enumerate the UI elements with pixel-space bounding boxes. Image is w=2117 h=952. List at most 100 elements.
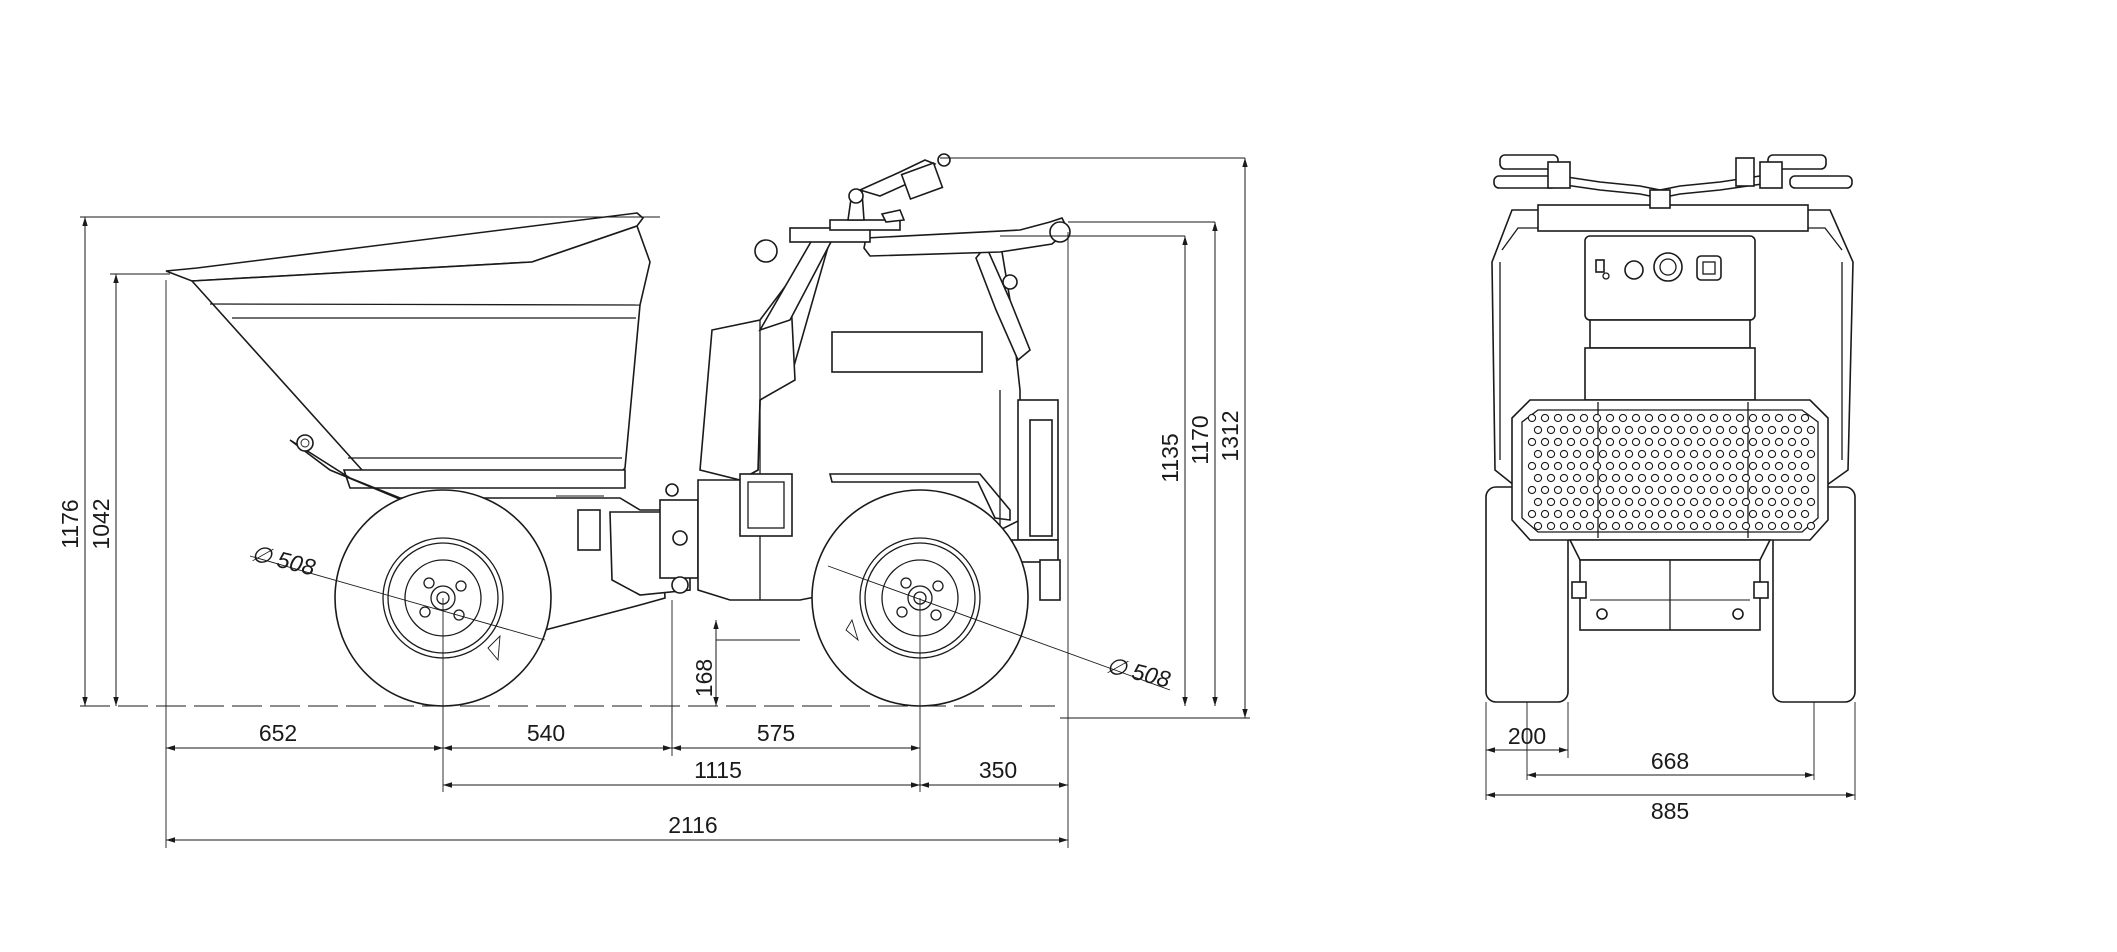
grille-hole	[1670, 509, 1680, 519]
grille-hole	[1644, 413, 1654, 423]
grille-hole	[1702, 425, 1712, 435]
grille-hole	[1754, 497, 1764, 507]
grille-hole	[1533, 497, 1543, 507]
grille-hole	[1644, 485, 1654, 495]
grille-hole	[1644, 461, 1654, 471]
grille-hole	[1754, 449, 1764, 459]
grille-hole	[1774, 485, 1784, 495]
grille-hole	[1806, 521, 1816, 531]
grille-hole	[1611, 425, 1621, 435]
grille-hole	[1748, 509, 1758, 519]
grille-hole	[1735, 509, 1745, 519]
grille-hole	[1780, 425, 1790, 435]
dim-skip-top-height: 1176	[57, 499, 83, 548]
grille-hole	[1637, 473, 1647, 483]
grille-hole	[1761, 413, 1771, 423]
grille-hole	[1780, 473, 1790, 483]
grille-hole	[1702, 449, 1712, 459]
grille-hole	[1618, 485, 1628, 495]
grille-hole	[1787, 485, 1797, 495]
grille-hole	[1689, 425, 1699, 435]
grille-hole	[1774, 509, 1784, 519]
grille-hole	[1533, 449, 1543, 459]
grille-hole	[1598, 473, 1608, 483]
grille-hole	[1637, 497, 1647, 507]
grille-hole	[1618, 461, 1628, 471]
grille-hole	[1787, 437, 1797, 447]
grille-hole	[1780, 521, 1790, 531]
dim-front-overhang: 350	[979, 757, 1017, 783]
grille-hole	[1618, 413, 1628, 423]
grille-hole	[1559, 521, 1569, 531]
grille-hole	[1715, 497, 1725, 507]
grille-hole	[1631, 437, 1641, 447]
dim-rear-axle-to-pivot: 540	[527, 720, 565, 746]
control-panel	[1584, 235, 1756, 401]
grille-hole	[1631, 413, 1641, 423]
grille-hole	[1800, 485, 1810, 495]
grille-hole	[1631, 461, 1641, 471]
grille-hole	[1670, 413, 1680, 423]
grille-hole	[1585, 473, 1595, 483]
dim-pivot-to-front-axle: 575	[757, 720, 795, 746]
front-view: 200 668 885	[1485, 154, 1856, 824]
grille-hole	[1754, 425, 1764, 435]
grille-hole	[1631, 509, 1641, 519]
grille-hole	[1644, 437, 1654, 447]
grille-hole	[1650, 425, 1660, 435]
grille-hole	[1624, 497, 1634, 507]
grille-hole	[1676, 425, 1686, 435]
front-grille	[1511, 399, 1829, 541]
lower-frame	[1568, 539, 1772, 631]
grille-hole	[1605, 437, 1615, 447]
grille-hole	[1572, 473, 1582, 483]
grille-hole	[1540, 509, 1550, 519]
grille-hole	[1702, 473, 1712, 483]
grille-hole	[1618, 437, 1628, 447]
grille-hole	[1585, 497, 1595, 507]
grille-hole	[1650, 497, 1660, 507]
grille-hole	[1800, 413, 1810, 423]
grille-hole	[1566, 437, 1576, 447]
grille-hole	[1637, 449, 1647, 459]
grille-hole	[1559, 425, 1569, 435]
grille-hole	[1663, 497, 1673, 507]
dim-wheelbase: 1115	[694, 757, 742, 783]
dim-skip-height: 1042	[88, 498, 114, 549]
grille-hole	[1624, 425, 1634, 435]
grille-hole	[1546, 425, 1556, 435]
grille-hole	[1585, 449, 1595, 459]
grille-hole	[1637, 521, 1647, 531]
grille-hole	[1735, 485, 1745, 495]
grille-hole	[1689, 497, 1699, 507]
grille-hole	[1663, 425, 1673, 435]
grille-hole	[1728, 497, 1738, 507]
grille-hole	[1683, 413, 1693, 423]
grille-hole	[1657, 413, 1667, 423]
grille-hole	[1657, 461, 1667, 471]
grille-hole	[1533, 473, 1543, 483]
grille-hole	[1767, 473, 1777, 483]
grille-hole	[1767, 521, 1777, 531]
grille-hole	[1780, 497, 1790, 507]
grille-hole	[1676, 473, 1686, 483]
dim-overall-height: 1312	[1217, 410, 1243, 461]
grille-hole	[1585, 425, 1595, 435]
grille-hole	[1722, 485, 1732, 495]
grille-hole	[1689, 473, 1699, 483]
grille-hole	[1566, 461, 1576, 471]
grille-hole	[1722, 509, 1732, 519]
grille-hole	[1709, 413, 1719, 423]
grille-hole	[1683, 485, 1693, 495]
grille-hole	[1806, 473, 1816, 483]
grille-hole	[1683, 437, 1693, 447]
rear-wheel-diameter-label: ∅ 508	[249, 540, 318, 581]
grille-hole	[1761, 437, 1771, 447]
grille-hole	[1767, 497, 1777, 507]
grille-hole	[1527, 485, 1537, 495]
grille-hole	[1676, 497, 1686, 507]
grille-hole	[1585, 521, 1595, 531]
grille-hole	[1559, 449, 1569, 459]
grille-hole	[1761, 509, 1771, 519]
grille-hole	[1793, 473, 1803, 483]
